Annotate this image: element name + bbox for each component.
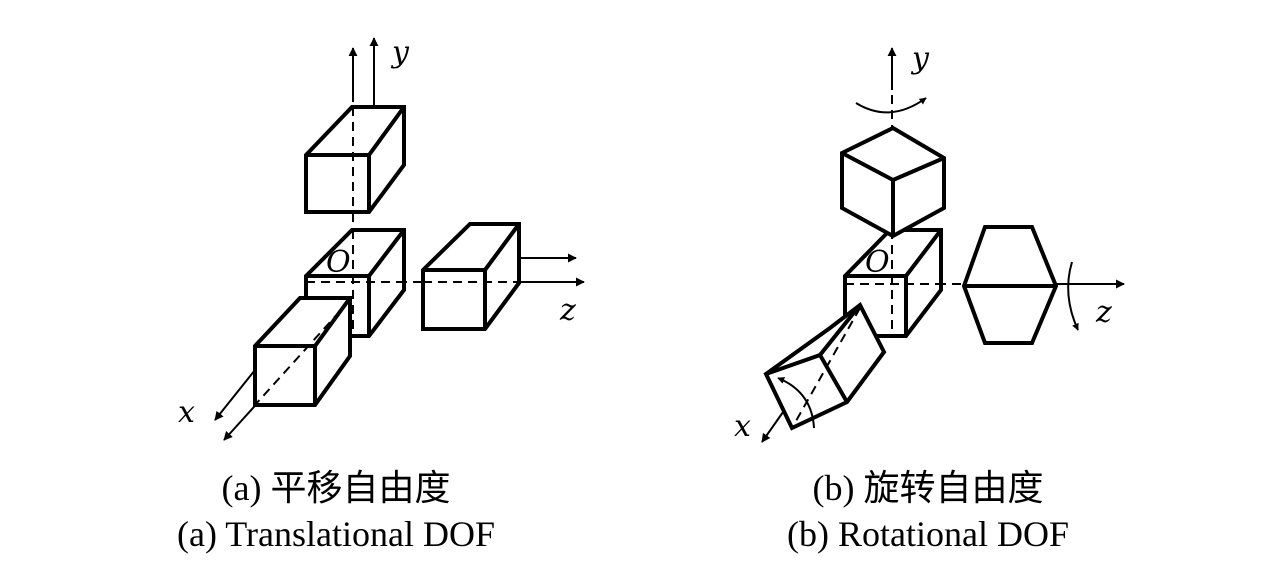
rotation-arrow-x — [777, 377, 815, 429]
caption-cn-a: (a) 平移自由度 — [222, 468, 451, 508]
cube-right-b — [961, 225, 1059, 345]
panel-translational: y z x O (a) 平移自由度 (a) Translational DOF — [177, 35, 585, 554]
rotation-arrow-y — [855, 97, 927, 114]
panel-rotational: y z x O (b) 旋转自由度 (b) Rotational DOF — [734, 41, 1125, 554]
origin-label: O — [326, 245, 351, 280]
x-axis-arrow — [214, 369, 256, 421]
cube-front-b — [763, 301, 887, 431]
caption-en-b: (b) Rotational DOF — [787, 514, 1069, 554]
rotation-arrow-z — [1067, 261, 1079, 331]
cube-top-b — [840, 125, 946, 239]
axis-label-x: x — [734, 409, 751, 444]
axis-label-y: y — [910, 41, 930, 76]
cube-top-a — [304, 105, 406, 214]
axis-label-y: y — [390, 35, 410, 70]
cube-front-a — [253, 296, 352, 407]
axis-label-z: z — [559, 293, 576, 328]
cube-right-a — [421, 222, 521, 331]
caption-cn-b: (b) 旋转自由度 — [813, 468, 1044, 508]
caption-en-a: (a) Translational DOF — [177, 514, 495, 554]
origin-label: O — [865, 245, 890, 280]
axis-label-x: x — [178, 395, 195, 430]
axis-label-z: z — [1095, 295, 1112, 330]
